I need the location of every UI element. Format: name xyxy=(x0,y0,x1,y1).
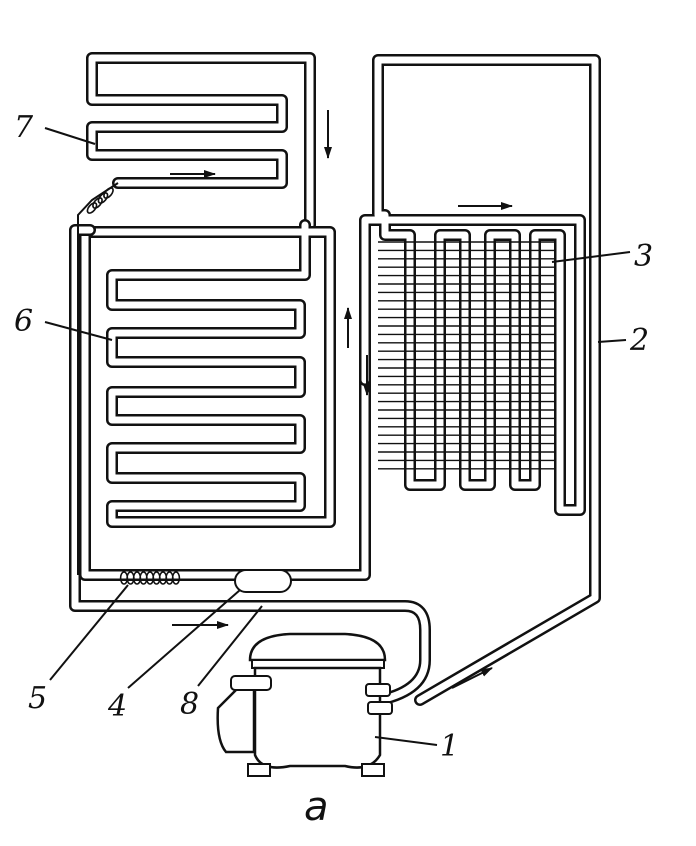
label-4: 4 xyxy=(107,689,127,724)
freezer-evaporator xyxy=(86,52,316,231)
label-8: 8 xyxy=(180,687,199,722)
label-5: 5 xyxy=(28,681,47,716)
coil-turn xyxy=(171,571,181,585)
filter-drier xyxy=(234,569,292,593)
coil-turn xyxy=(92,197,103,209)
compressor xyxy=(216,632,393,777)
condenser-fins xyxy=(378,241,556,470)
label-2: 2 xyxy=(629,323,649,358)
label-7: 7 xyxy=(14,110,34,145)
label-3: 3 xyxy=(634,239,653,274)
heat-exchanger-coil xyxy=(119,571,181,585)
coil-turn xyxy=(103,187,114,199)
figure-caption: a xyxy=(304,784,329,830)
leader-lines xyxy=(44,127,631,746)
fridge-evaporator xyxy=(79,219,371,581)
capillary-coil xyxy=(86,187,114,214)
coil-turn xyxy=(97,192,109,204)
label-1: 1 xyxy=(440,729,459,764)
label-6: 6 xyxy=(14,304,33,339)
suction-line xyxy=(69,224,431,706)
condenser xyxy=(359,54,601,706)
coil-turn xyxy=(86,202,98,214)
